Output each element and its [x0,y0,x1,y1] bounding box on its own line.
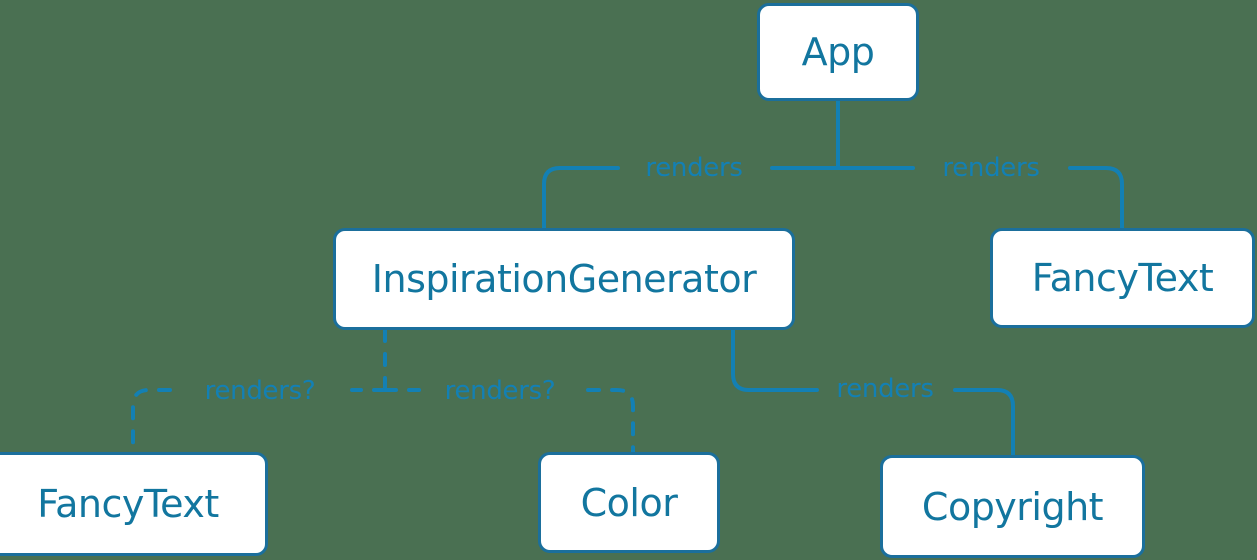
edge-inspirationgenerator-to-copyright-seg-a [731,328,819,392]
edge-inspirationgenerator-to-color-seg-b [586,388,635,454]
edge-inspirationgenerator-to-copyright-seg-b [953,388,1015,457]
node-app[interactable]: App [757,3,919,101]
node-color-label: Color [580,480,678,525]
edge-label-inspirationgenerator-to-copyright: renders [836,374,934,404]
edge-app-to-inspirationgenerator-left-seg [542,166,620,230]
node-fancytext-left-label: FancyText [37,482,219,526]
edge-label-inspirationgenerator-to-color: renders? [444,376,556,406]
edge-label-app-to-inspirationgenerator: renders [645,153,743,183]
node-fancytext-left[interactable]: FancyText [0,452,268,556]
edge-label-app-to-fancytext-right: renders [942,153,1040,183]
node-inspiration-generator-label: InspirationGenerator [371,257,757,301]
node-color[interactable]: Color [538,452,720,553]
edge-app-to-fancytext-right-seg-b [1068,166,1124,230]
node-fancytext-right[interactable]: FancyText [990,228,1255,328]
edge-inspirationgenerator-to-fancytext-left-seg-b [131,388,172,454]
edge-label-inspirationgenerator-to-fancytext-left: renders? [204,376,316,406]
node-fancytext-right-label: FancyText [1031,256,1214,300]
node-copyright[interactable]: Copyright [880,455,1145,558]
node-inspiration-generator[interactable]: InspirationGenerator [333,228,795,330]
node-copyright-label: Copyright [921,484,1104,529]
node-app-label: App [801,30,875,74]
